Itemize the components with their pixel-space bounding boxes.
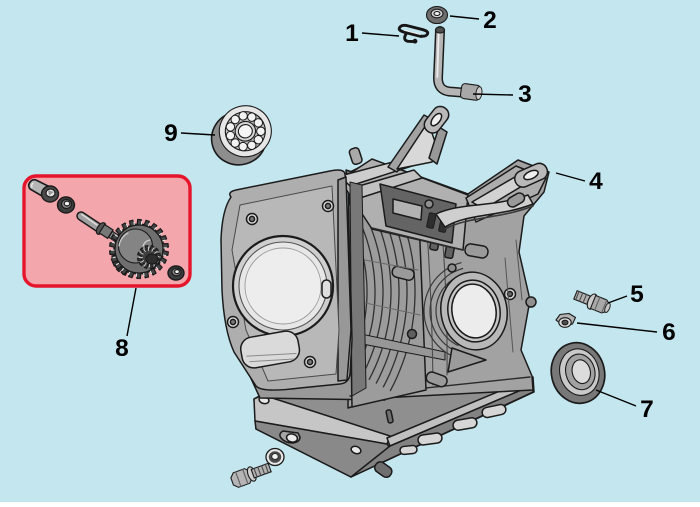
svg-text:4: 4 — [589, 168, 603, 195]
svg-text:3: 3 — [518, 81, 532, 108]
svg-text:2: 2 — [483, 7, 497, 34]
svg-text:6: 6 — [662, 319, 676, 346]
svg-text:9: 9 — [164, 120, 178, 147]
svg-text:7: 7 — [640, 396, 654, 423]
svg-text:8: 8 — [115, 335, 129, 362]
svg-text:1: 1 — [345, 20, 359, 47]
svg-text:5: 5 — [630, 281, 644, 308]
